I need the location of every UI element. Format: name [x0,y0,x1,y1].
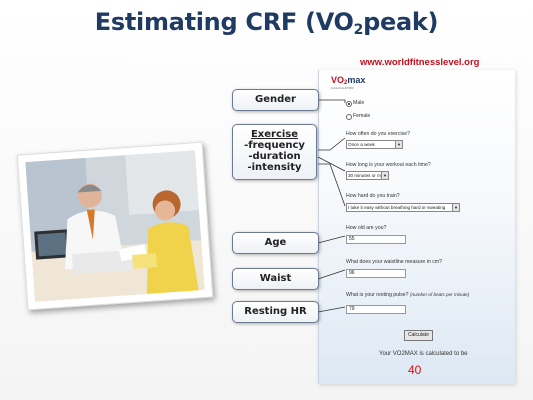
gender-connector [318,99,346,103]
chevron-down-icon: ▼ [381,172,388,179]
vo2max-calculator-panel: VO2max CALCULATOR Male Female How often … [318,70,515,384]
male-label: Male [353,100,365,106]
callout-age: Age [232,232,319,254]
callout-resting-hr: Resting HR [232,301,319,323]
callout-exercise: Exercise -frequency -duration -intensity [232,124,317,180]
resting-pulse-question: What is your resting pulse? (number of b… [346,292,470,298]
female-label: Female [353,113,371,119]
vo2max-logo: VO2max CALCULATOR [331,75,366,90]
doctor-patient-photo [16,141,214,311]
age-question: How old are you? [346,225,387,231]
resting-hr-connector [317,306,346,313]
waist-connector [317,269,346,280]
source-url[interactable]: www.worldfitnesslevel.org [360,57,480,68]
waist-input[interactable]: 96 [346,269,406,278]
resting-pulse-note: (number of beats per minute) [410,292,470,297]
exercise-frequency-question: How often do you exercise? [346,131,411,137]
calculate-button[interactable]: Calculate [404,330,433,341]
female-radio[interactable] [346,114,352,120]
callout-gender: Gender [232,89,319,111]
exercise-frequency-select[interactable]: Once a week▼ [346,140,403,149]
workout-duration-select[interactable]: 30 minutes or more▼ [346,171,389,180]
chevron-down-icon: ▼ [452,204,459,211]
exercise-connector-frequency [318,137,346,151]
waist-question: What does your waistline measure in cm? [346,259,443,265]
callout-waist: Waist [232,268,319,290]
intensity-select[interactable]: I take it easy without breathing hard or… [346,203,460,212]
male-radio[interactable] [346,101,352,107]
exercise-connector-intensity [318,163,346,207]
age-connector [317,235,346,244]
slide-title: Estimating CRF (VO2peak) [94,8,439,38]
age-input[interactable]: 55 [346,235,406,244]
resting-pulse-input[interactable]: 79 [346,305,406,314]
vo2max-result: 40 [408,363,422,377]
exercise-connector-duration [317,156,346,172]
intensity-question: How hard do you train? [346,193,400,199]
chevron-down-icon: ▼ [395,141,402,148]
result-label: Your VO2MAX is calculated to be [379,351,468,357]
workout-duration-question: How long is your workout each time? [346,162,431,168]
